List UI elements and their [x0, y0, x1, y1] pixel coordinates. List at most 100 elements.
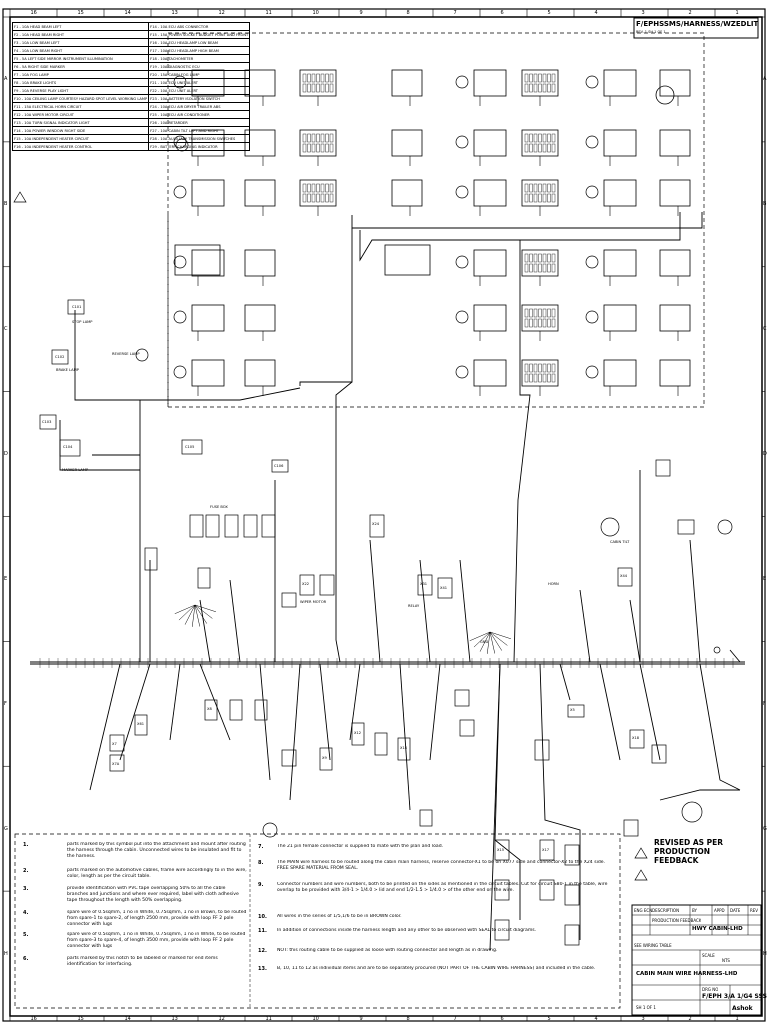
connector-pin: [538, 73, 542, 83]
connector-pin: [542, 83, 547, 93]
tb-header-by: BY: [692, 908, 697, 913]
connector-pin: [307, 143, 311, 153]
branch-wire: [174, 604, 196, 614]
zone-letter-label: H: [4, 950, 8, 957]
connector-socket-round: [455, 255, 469, 269]
harness-connector: [539, 879, 555, 901]
connector-pin: [542, 263, 547, 273]
connector-pin: [542, 193, 547, 203]
note-number: 3.: [23, 886, 29, 892]
zone-number-label: 2: [688, 10, 692, 16]
connector-housing: [473, 359, 507, 387]
note-text: Connector numbers and wire numbers, both…: [277, 882, 608, 893]
zone-number-label: 8: [406, 10, 410, 16]
connector-label: C102: [55, 355, 65, 359]
zone-letter-label: F: [4, 700, 7, 707]
zone-number-label: 16: [30, 10, 37, 16]
connector-housing: [659, 179, 691, 207]
connector-pin: [538, 183, 542, 193]
tb-header-eng: ENG ECN: [634, 908, 653, 913]
revision-triangle-icon: [13, 191, 27, 203]
connector-label: X5: [570, 708, 575, 712]
connector-housing: [244, 179, 276, 207]
connector-housing: [603, 69, 637, 97]
tb-header-rev: REV: [750, 908, 759, 913]
title-block: ENG ECN DESCRIPTION BY APPD DATE REV PRO…: [632, 905, 767, 1015]
connector-housing: [391, 179, 423, 207]
connector-label: X24: [372, 522, 380, 526]
connector-pin: [325, 133, 329, 143]
connector-pin: [551, 83, 556, 93]
connector-pin: [542, 143, 547, 153]
drawing-code-frame: [633, 17, 759, 39]
connector-pin: [542, 183, 547, 193]
branch-wire: [486, 631, 491, 654]
harness-connector: [564, 844, 580, 866]
connector-pin: [307, 133, 311, 143]
connector-pin: [524, 263, 529, 273]
connector-pin: [320, 183, 325, 193]
harness-connector: [351, 722, 365, 746]
harness-connector: [144, 547, 158, 571]
connector-pin: [524, 308, 529, 318]
connector-pin: [533, 183, 538, 193]
connector-socket-round: [173, 255, 187, 269]
legend-cell-right: F20 - 15A CABIN FOG LAMP: [148, 70, 251, 79]
connector-pin: [524, 183, 529, 193]
connector-label: X8: [207, 707, 212, 711]
connector-pin: [533, 373, 538, 383]
harness-trunk-lines: [30, 212, 745, 951]
connector-label: X12: [354, 731, 362, 735]
connector-pin: [524, 318, 529, 328]
harness-connector: [299, 574, 315, 596]
title-block-frame: [631, 904, 762, 1016]
harness-connector: [564, 884, 580, 906]
zone-number-label: 11: [265, 10, 272, 16]
zone-letter-label: B: [4, 201, 8, 208]
harness-connector: [51, 349, 69, 365]
connector-housing: [473, 69, 507, 97]
connector-pin: [551, 133, 556, 143]
connector-housing: [244, 249, 276, 277]
connector-pin: [325, 183, 329, 193]
connector-pin: [329, 183, 334, 193]
harness-connector: [271, 459, 289, 473]
connector-pin: [533, 308, 538, 318]
connector-housing: [473, 249, 507, 277]
connector-pin: [307, 83, 311, 93]
connector-pin: [547, 318, 551, 328]
connector-pin: [542, 308, 547, 318]
connector-housing: [659, 249, 691, 277]
connector-pin: [542, 363, 547, 373]
connector-pin: [533, 133, 538, 143]
connector-housing: [659, 129, 691, 157]
connector-pin: [529, 373, 533, 383]
connector-pin: [302, 83, 307, 93]
harness-connector: [204, 699, 218, 721]
branch-wire: [489, 631, 496, 654]
zone-number-label: 6: [500, 1016, 504, 1022]
connector-label: C106: [274, 464, 284, 468]
legend-cell-left: F13 - 10A TURN SIGNAL INDICATOR LIGHT: [11, 118, 150, 127]
connector-pin: [302, 193, 307, 203]
legend-row: F10 - 10A CEILING LAMP COURTESY HAZARD S…: [11, 94, 251, 103]
connector-label: X9: [322, 756, 327, 760]
harness-connector: [224, 514, 239, 538]
zone-number-label: 3: [641, 10, 645, 16]
connector-pin: [542, 133, 547, 143]
note-number: 9.: [258, 882, 264, 888]
zone-letter-label: F: [763, 700, 766, 707]
connector-pin: [538, 253, 542, 263]
legend-cell-right: F17 - 10A ECU HEADLAMP HIGH BEAM: [148, 46, 251, 55]
harness-connector: [494, 919, 510, 941]
connector-pin: [320, 193, 325, 203]
revision-line-2: FEEDBACK: [654, 856, 699, 865]
zone-number-label: 5: [547, 10, 551, 16]
harness-connector: [617, 567, 633, 587]
zone-letter-label: D: [4, 451, 8, 458]
connector-pin: [524, 193, 529, 203]
note-number: 1.: [23, 842, 29, 848]
